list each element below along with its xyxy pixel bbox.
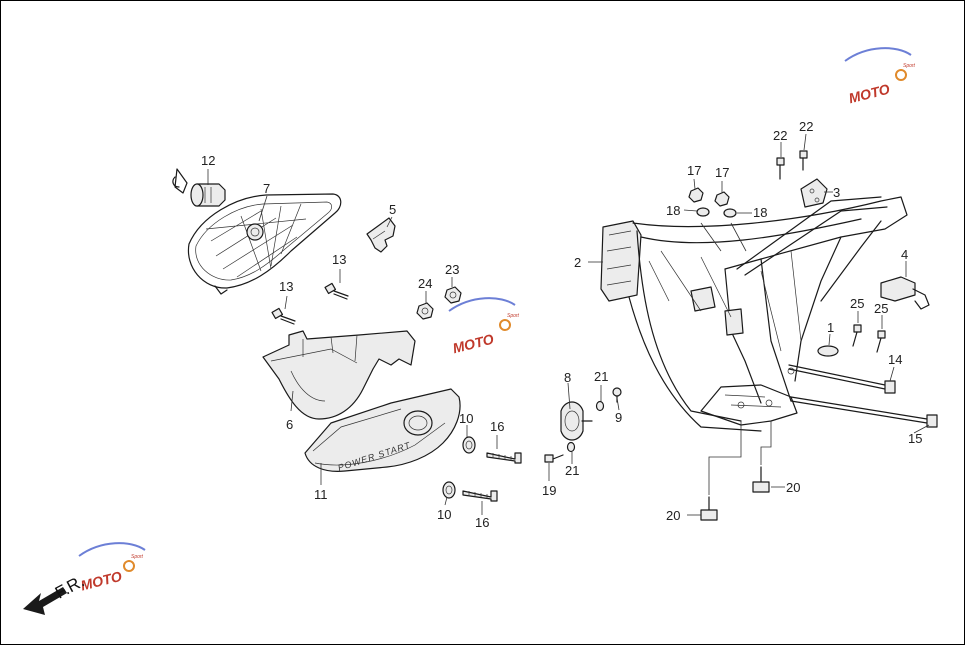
horn-part-8: [560, 401, 593, 441]
bolt-part-13b: [271, 307, 296, 325]
callout-24: 24: [418, 276, 432, 291]
headlight-part-7: [187, 193, 342, 295]
bolt-part-13a: [324, 282, 349, 300]
callout-25a: 25: [850, 296, 864, 311]
callout-21b: 21: [565, 463, 579, 478]
watermark-sub: Sport: [131, 554, 144, 560]
nut-part-17a: [688, 187, 704, 203]
side-cover-part-11: POWER START: [304, 388, 461, 473]
washer-part-21b: [566, 441, 576, 453]
bracket-part-5: [366, 217, 396, 253]
grommet-part-10b: [442, 481, 456, 499]
callout-13a: 13: [332, 252, 346, 267]
callout-22a: 22: [773, 128, 787, 143]
callout-17b: 17: [715, 165, 729, 180]
leader-lines: [207, 133, 930, 516]
bolt-part-22a: [776, 157, 785, 180]
callout-21a: 21: [594, 369, 608, 384]
nut-part-23: [444, 286, 462, 304]
callout-2: 2: [574, 255, 581, 270]
lock-part-4: [880, 276, 930, 310]
watermark-bottom-left: MOTO Sport: [78, 542, 146, 594]
callout-labels: 1 2 3 4 5 6 7 8 9 10 10 11 12 13 13 14 1…: [201, 119, 922, 530]
bolt-part-25a: [852, 324, 862, 347]
callout-25b: 25: [874, 301, 888, 316]
callout-7: 7: [263, 181, 270, 196]
nut-part-24: [416, 302, 434, 320]
front-direction-arrow: F.R.: [23, 572, 88, 615]
watermark-brand: MOTO: [847, 81, 891, 107]
arrow-icon: [23, 587, 67, 615]
bolt-part-9: [612, 387, 622, 403]
callout-5: 5: [389, 202, 396, 217]
inner-cover-part-6: [262, 330, 416, 420]
plate-part-3: [800, 178, 828, 208]
ignition-switch-part-12: [172, 168, 226, 207]
callout-18b: 18: [753, 205, 767, 220]
screw-part-16b: [462, 490, 498, 502]
callout-6: 6: [286, 417, 293, 432]
callout-18a: 18: [666, 203, 680, 218]
callout-13b: 13: [279, 279, 293, 294]
washer-part-18b: [723, 208, 737, 218]
bolt-part-19: [544, 454, 564, 463]
callout-20b: 20: [666, 508, 680, 523]
bolt-part-25b: [876, 330, 886, 353]
callout-16a: 16: [490, 419, 504, 434]
bolt-part-20b: [700, 496, 718, 521]
watermark-brand: MOTO: [79, 568, 123, 594]
bolt-part-22b: [799, 150, 808, 171]
callout-8: 8: [564, 370, 571, 385]
cap-part-1: [817, 345, 839, 357]
callout-10b: 10: [437, 507, 451, 522]
long-bolt-part-14: [788, 364, 896, 394]
watermark-sub: Sport: [903, 63, 916, 69]
watermark-brand: MOTO: [451, 331, 495, 357]
callout-12: 12: [201, 153, 215, 168]
watermark-middle: MOTO Sport: [448, 297, 520, 357]
callout-3: 3: [833, 185, 840, 200]
callout-4: 4: [901, 247, 908, 262]
long-bolt-part-15: [790, 396, 938, 428]
washer-part-18a: [696, 207, 710, 217]
callout-11: 11: [314, 487, 328, 502]
callout-16b: 16: [475, 515, 489, 530]
callout-9: 9: [615, 410, 622, 425]
callout-10a: 10: [459, 411, 473, 426]
callout-14: 14: [888, 352, 902, 367]
callout-17a: 17: [687, 163, 701, 178]
nut-part-17b: [714, 191, 730, 207]
callout-15: 15: [908, 431, 922, 446]
callout-23: 23: [445, 262, 459, 277]
watermark-sub: Sport: [507, 313, 520, 319]
callout-22b: 22: [799, 119, 813, 134]
grommet-part-10a: [462, 436, 476, 454]
watermark-top-right: MOTO Sport: [844, 47, 916, 107]
callout-1: 1: [827, 320, 834, 335]
washer-part-21a: [595, 400, 605, 412]
callout-20a: 20: [786, 480, 800, 495]
callout-19: 19: [542, 483, 556, 498]
screw-part-16a: [486, 452, 522, 464]
bolt-part-20a: [752, 466, 770, 493]
frame-part-2: [600, 196, 908, 432]
